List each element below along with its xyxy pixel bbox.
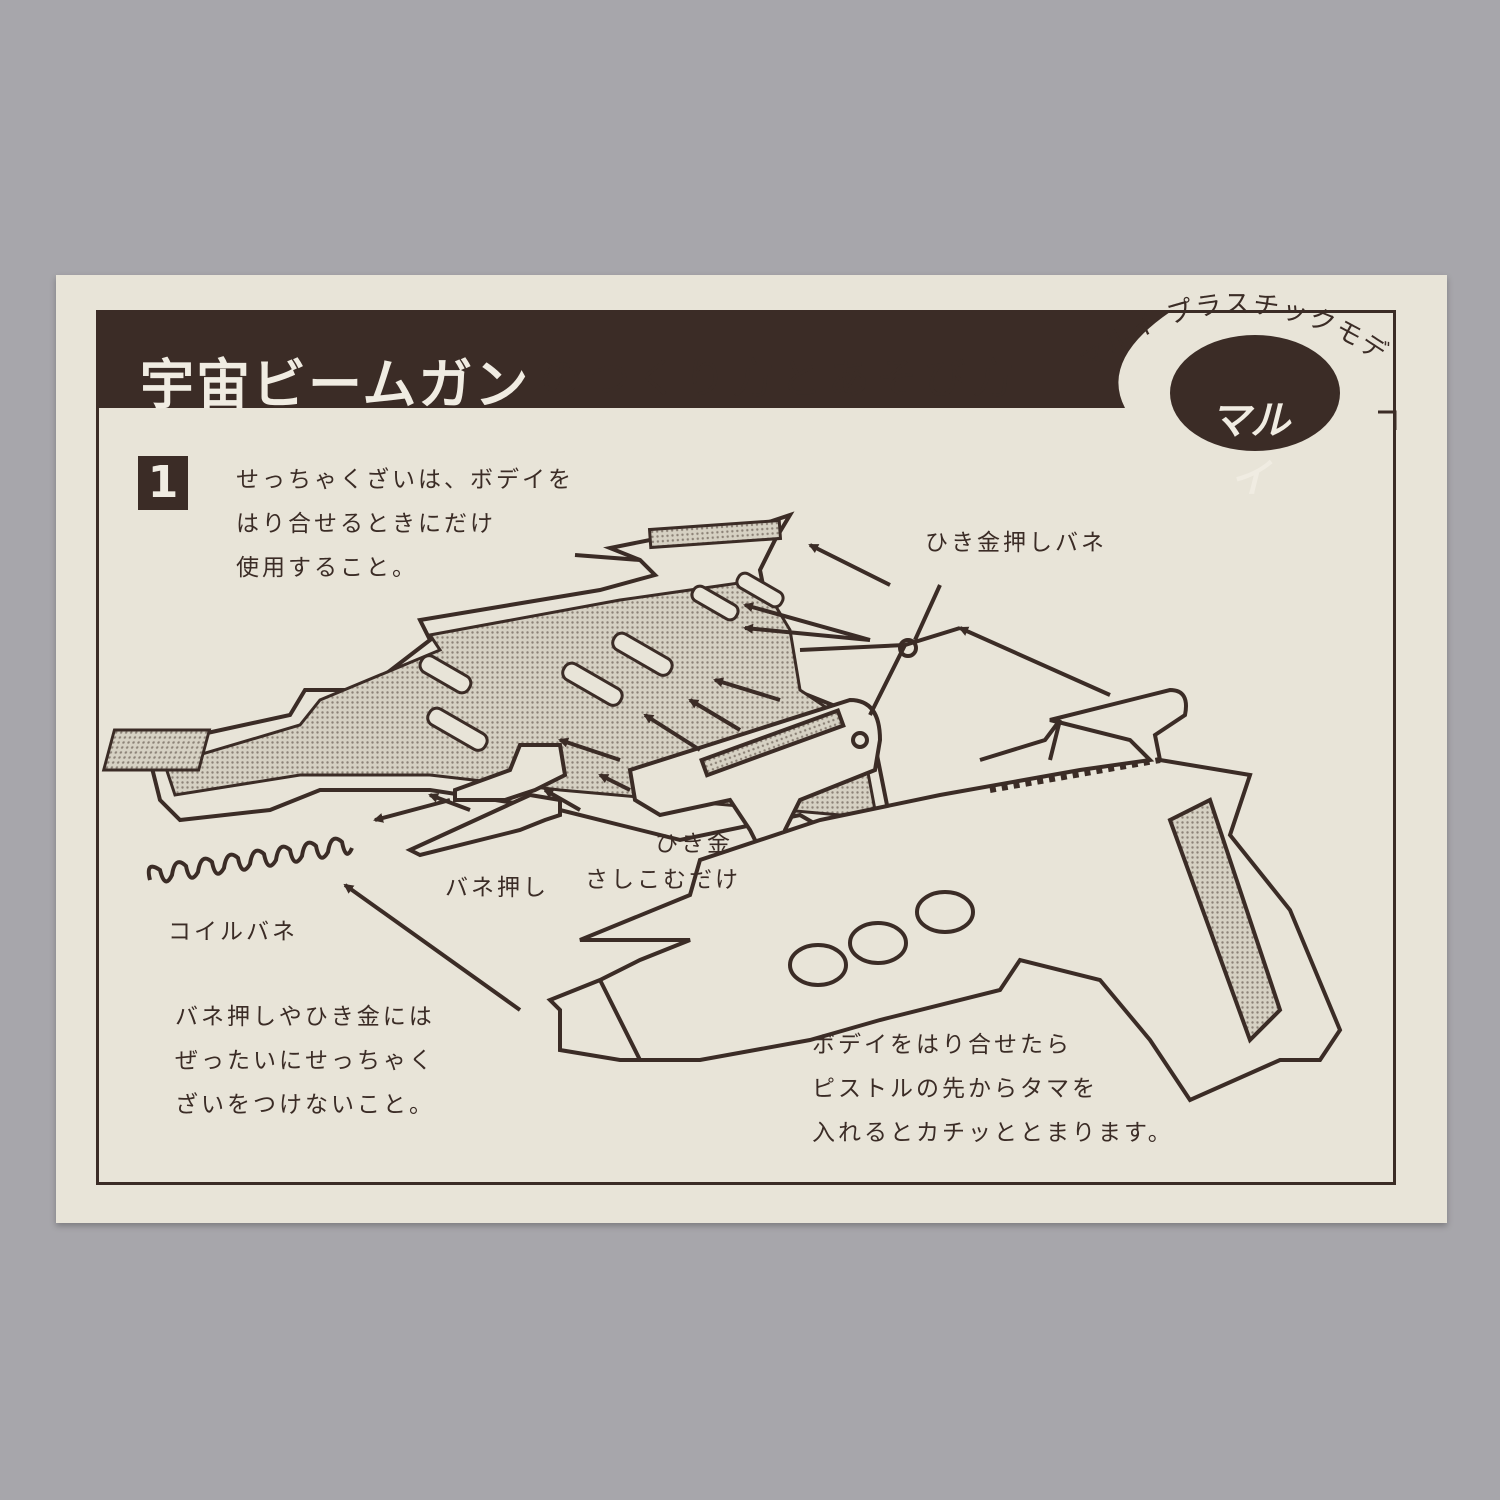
- brand-logo-ellipse: [1170, 335, 1340, 451]
- label-insert-only: さしこむだけ: [585, 867, 741, 893]
- label-trigger: ひき金: [655, 831, 733, 857]
- warning-line: ぜったいにせっちゃく: [175, 1048, 435, 1074]
- trigger-spring-wire: [799, 584, 961, 716]
- coil-spring: [146, 836, 354, 884]
- page-title: 宇宙ビームガン: [140, 353, 531, 416]
- brand-logo-text: マルイ: [1210, 398, 1290, 502]
- trigger-part: [627, 697, 883, 884]
- warning-line: バネ押しやひき金には: [175, 1004, 435, 1030]
- assembly-arrows: [343, 543, 1111, 1012]
- label-spring-pusher: バネ押し: [445, 875, 549, 901]
- instruction-line: ボデイをはり合せたら: [812, 1032, 1072, 1058]
- step-note-line: せっちゃくざいは、ボデイを: [236, 467, 574, 493]
- step-note-line: 使用すること。: [236, 555, 418, 581]
- frame-notch: [1378, 410, 1397, 430]
- title-banner: [96, 312, 1170, 408]
- body-half-right: [546, 687, 1343, 1103]
- page-subtitle: のつくり方とあそび方: [540, 354, 1021, 403]
- step-note-line: はり合せるときにだけ: [236, 511, 496, 537]
- spring-pusher-part: [405, 743, 568, 858]
- instruction-line: ピストルの先からタマを: [812, 1076, 1098, 1102]
- warning-line: ざいをつけないこと。: [175, 1092, 435, 1118]
- instruction-note: ボデイをはり合せたら ピストルの先からタマを 入れるとカチッととまります。: [812, 1023, 1174, 1155]
- label-coil-spring: コイルバネ: [168, 919, 298, 945]
- sheet-frame: [96, 310, 1396, 1185]
- step-number-badge: 1: [138, 456, 188, 510]
- warning-note: バネ押しやひき金には ぜったいにせっちゃく ざいをつけないこと。: [175, 995, 435, 1127]
- step-note: せっちゃくざいは、ボデイを はり合せるときにだけ 使用すること。: [236, 458, 574, 590]
- label-trigger-spring: ひき金押しバネ: [925, 530, 1107, 556]
- instruction-line: 入れるとカチッととまります。: [812, 1120, 1174, 1146]
